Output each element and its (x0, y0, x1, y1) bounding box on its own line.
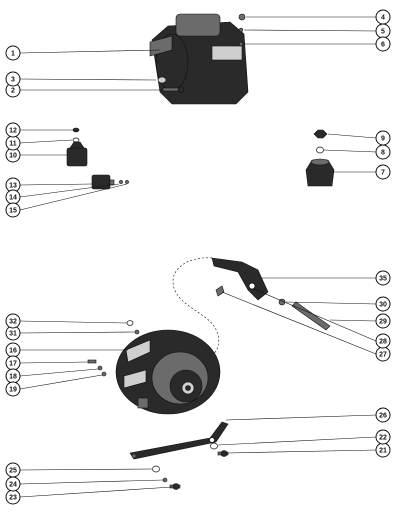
callout-9: 9 (375, 130, 391, 146)
callout-17: 17 (5, 355, 21, 371)
svg-text:16: 16 (9, 348, 17, 355)
alternator-fasteners-left (87, 320, 140, 377)
callout-4: 4 (375, 9, 391, 25)
svg-text:11: 11 (9, 141, 17, 148)
callout-25: 25 (5, 462, 21, 478)
callout-5: 5 (375, 23, 391, 39)
callout-18: 18 (5, 368, 21, 384)
svg-text:17: 17 (9, 361, 17, 368)
callout-22: 22 (375, 429, 391, 445)
svg-text:6: 6 (381, 42, 385, 49)
callout-16: 16 (5, 342, 21, 358)
svg-text:14: 14 (9, 195, 17, 202)
callout-24: 24 (5, 476, 21, 492)
svg-text:1: 1 (11, 51, 15, 58)
svg-text:32: 32 (9, 319, 17, 326)
svg-text:29: 29 (379, 319, 387, 326)
svg-text:2: 2 (11, 88, 15, 95)
callout-28: 28 (375, 333, 391, 349)
svg-text:35: 35 (379, 276, 387, 283)
svg-text:7: 7 (381, 170, 385, 177)
svg-text:8: 8 (381, 150, 385, 157)
starter-fasteners (157, 13, 246, 93)
callout-3: 3 (5, 71, 21, 87)
callout-35: 35 (375, 270, 391, 286)
alternator-brace (211, 257, 331, 331)
svg-text:27: 27 (379, 352, 387, 359)
svg-text:5: 5 (381, 29, 385, 36)
svg-text:9: 9 (381, 136, 385, 143)
callout-19: 19 (5, 381, 21, 397)
callout-11: 11 (5, 135, 21, 151)
svg-text:25: 25 (9, 468, 17, 475)
svg-text:30: 30 (379, 302, 387, 309)
svg-text:18: 18 (9, 374, 17, 381)
solenoid-assembly-left (66, 127, 129, 190)
svg-text:15: 15 (9, 208, 17, 215)
svg-text:31: 31 (9, 331, 17, 338)
svg-text:19: 19 (9, 387, 17, 394)
svg-text:12: 12 (9, 128, 17, 135)
lower-fasteners (152, 442, 229, 490)
svg-text:22: 22 (379, 435, 387, 442)
svg-text:3: 3 (11, 77, 15, 84)
callout-29: 29 (375, 313, 391, 329)
svg-text:21: 21 (379, 448, 387, 455)
callout-7: 7 (375, 164, 391, 180)
callout-8: 8 (375, 144, 391, 160)
callout-1: 1 (5, 45, 21, 61)
leader-lines (19, 16, 377, 498)
svg-text:10: 10 (9, 153, 17, 160)
callout-12: 12 (5, 122, 21, 138)
callout-21: 21 (375, 442, 391, 458)
callout-27: 27 (375, 346, 391, 362)
lower-bracket (129, 421, 229, 460)
callout-23: 23 (5, 489, 21, 505)
svg-text:28: 28 (379, 339, 387, 346)
svg-text:4: 4 (381, 15, 385, 22)
svg-text:26: 26 (379, 413, 387, 420)
svg-text:13: 13 (9, 183, 17, 190)
callout-15-upper: 15 (5, 202, 21, 218)
svg-text:23: 23 (9, 495, 17, 502)
switch-assembly-right (305, 129, 335, 187)
alternator (115, 329, 221, 415)
callout-32: 32 (5, 313, 21, 329)
callout-26: 26 (375, 407, 391, 423)
callout-14: 14 (5, 189, 21, 205)
callout-30: 30 (375, 296, 391, 312)
starter-motor (149, 13, 249, 105)
wire-harness (172, 257, 220, 359)
svg-text:24: 24 (9, 482, 17, 489)
callout-6: 6 (375, 36, 391, 52)
